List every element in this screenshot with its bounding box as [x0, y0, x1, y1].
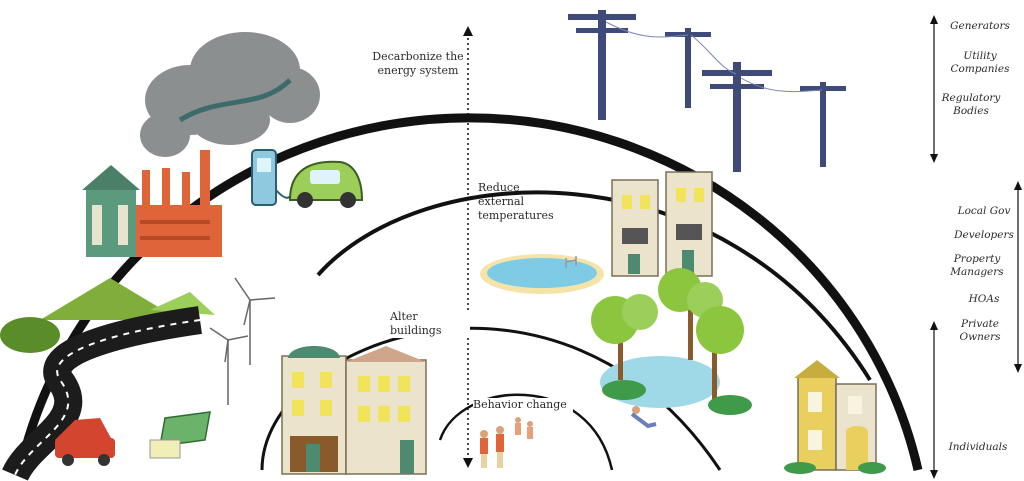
yellow-house-illustration	[784, 360, 886, 474]
apartment-buildings-illustration	[611, 171, 713, 277]
stakeholder-regulatory-bodies: Regulatory Bodies	[941, 92, 1001, 117]
hills-illustration	[0, 278, 215, 353]
factory-illustration	[82, 150, 222, 257]
bracket-buildings-arrow-bottom	[1014, 364, 1022, 373]
axis-arrow-bottom	[463, 458, 473, 468]
red-car-illustration	[55, 418, 115, 466]
inner-arc	[438, 393, 614, 471]
bracket-individuals-arrow-bottom	[930, 470, 938, 479]
stakeholder-property-managers: Property Managers	[950, 253, 1004, 278]
wind-turbines-illustration	[209, 277, 276, 405]
bracket-energy-arrow-bottom	[930, 154, 938, 163]
outer-arc	[15, 113, 923, 472]
stakeholder-private-owners: Private Owners	[959, 318, 1001, 343]
bracket-energy-arrow-top	[930, 15, 938, 24]
power-lines-illustration	[568, 10, 846, 172]
stakeholder-individuals: Individuals	[948, 441, 1008, 453]
person-sitting-illustration	[630, 406, 657, 429]
people-walking-illustration	[480, 417, 533, 468]
bracket-individuals-arrow-top	[930, 321, 938, 330]
stakeholder-utility-companies: Utility Companies	[950, 50, 1010, 75]
level-label-reduce-temperatures: Reduce external temperatures	[478, 181, 554, 222]
stakeholder-local-gov: Local Gov	[957, 205, 1011, 217]
level-label-behavior-change: Behavior change	[473, 398, 573, 412]
level-label-alter-buildings: Alter buildings	[390, 310, 470, 338]
trees-and-pond-illustration	[591, 268, 752, 415]
road-markings	[14, 319, 201, 476]
swimming-pool-illustration	[480, 254, 604, 294]
electric-car-charging-illustration	[251, 149, 364, 208]
axis-arrow-top	[463, 26, 473, 36]
level-label-decarbonize: Decarbonize the energy system	[372, 50, 464, 78]
stakeholder-hoas: HOAs	[968, 293, 1000, 305]
stakeholder-generators: Generators	[950, 20, 1010, 32]
second-arc	[316, 190, 872, 382]
townhouses-illustration	[281, 346, 427, 475]
solar-panel-illustration	[149, 411, 211, 459]
bracket-buildings-arrow-top	[1014, 181, 1022, 190]
smoke-cloud-illustration	[140, 32, 320, 157]
stakeholder-developers: Developers	[954, 229, 1014, 241]
